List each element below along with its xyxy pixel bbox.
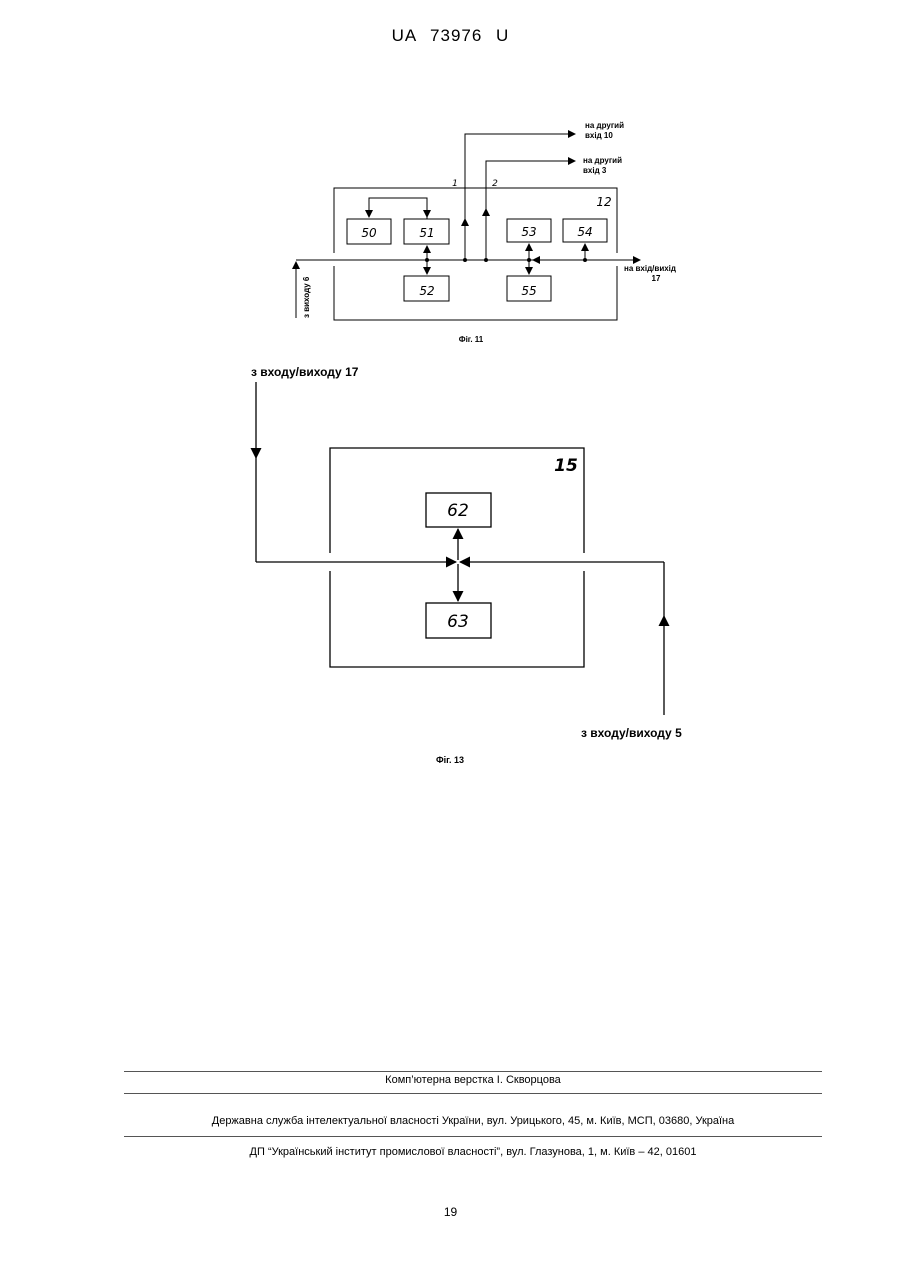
out-mid-label-2: вхід 3 bbox=[583, 166, 607, 175]
footer-layout-credit: Комп’ютерна верстка І. Скворцова bbox=[124, 1074, 822, 1086]
block-15-label: 15 bbox=[554, 456, 578, 476]
footer-divider-1 bbox=[124, 1071, 822, 1072]
block-50-label: 50 bbox=[361, 226, 377, 240]
footer-divider-2 bbox=[124, 1093, 822, 1094]
block-54-label: 54 bbox=[577, 225, 592, 239]
footer-institute: ДП “Український інститут промислової вла… bbox=[124, 1146, 822, 1158]
line-2-label: 2 bbox=[492, 179, 498, 189]
input-bottom-label: з входу/виходу 5 bbox=[581, 726, 682, 740]
figure-13 bbox=[256, 382, 664, 715]
block-51-label: 51 bbox=[419, 226, 434, 240]
output-line-2 bbox=[486, 161, 575, 258]
lower-unit-outline bbox=[334, 266, 617, 320]
out-top-label-2: вхід 10 bbox=[585, 131, 613, 140]
in-left-label: з виходу 6 bbox=[302, 276, 311, 318]
out-top-label-1: на другий bbox=[585, 121, 624, 130]
figure-11-caption: Фіг. 11 bbox=[459, 335, 484, 344]
block-55-label: 55 bbox=[521, 284, 536, 298]
line-1-label: 1 bbox=[452, 179, 458, 189]
block-52-label: 52 bbox=[419, 284, 434, 298]
out-mid-label-1: на другий bbox=[583, 156, 622, 165]
out-right-label-2: 17 bbox=[652, 274, 661, 283]
input-top-label: з входу/виходу 17 bbox=[251, 365, 359, 379]
block-12-label: 12 bbox=[596, 195, 611, 209]
output-line-1 bbox=[465, 134, 575, 258]
out-right-label-1: на вхід/вихід bbox=[624, 264, 676, 273]
loop-51-50 bbox=[369, 198, 427, 219]
footer-divider-3 bbox=[124, 1136, 822, 1137]
block-63-label: 63 bbox=[447, 612, 469, 632]
figure-13-labels: 62 63 15 з входу/виходу 17 з входу/виход… bbox=[251, 365, 682, 765]
footer-agency: Державна служба інтелектуальної власност… bbox=[124, 1115, 822, 1127]
page-number: 19 bbox=[0, 1205, 901, 1219]
figure-11-labels: 50 51 52 53 54 55 12 1 2 на другий вхід … bbox=[302, 121, 676, 344]
block-53-label: 53 bbox=[521, 225, 536, 239]
block-62-label: 62 bbox=[447, 501, 469, 521]
figure-13-caption: Фіг. 13 bbox=[436, 755, 464, 765]
